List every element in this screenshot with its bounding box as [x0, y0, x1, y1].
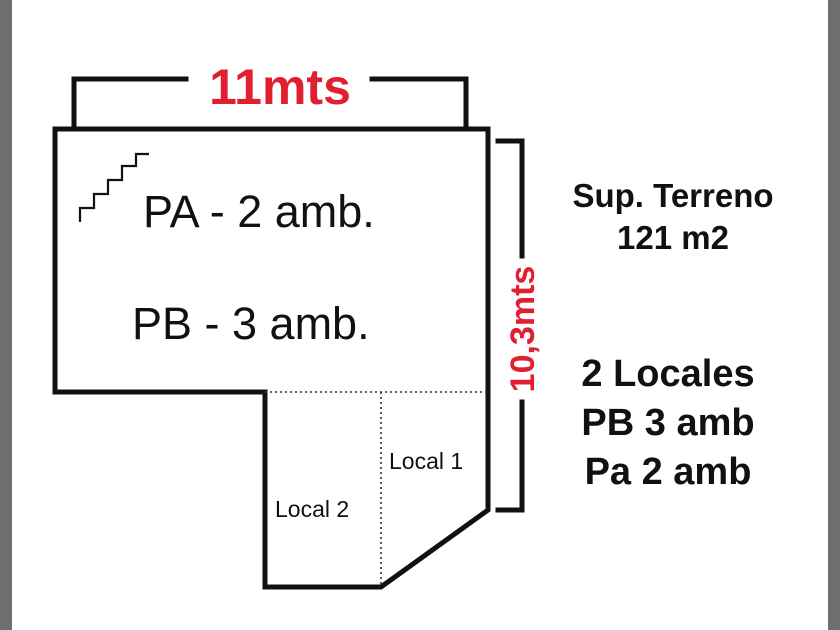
- summary-upper-floor: Pa 2 amb: [585, 451, 752, 493]
- floor-plan-frame: [12, 0, 828, 630]
- land-area-title: Sup. Terreno: [572, 177, 773, 214]
- local-1-label: Local 1: [389, 448, 463, 474]
- width-dimension-label: 11mts: [209, 59, 351, 115]
- summary-ground-floor: PB 3 amb: [581, 402, 754, 444]
- height-dimension-bracket: [495, 138, 525, 513]
- width-dimension-bracket: [71, 76, 469, 129]
- land-area-value: 121 m2: [617, 219, 729, 256]
- stairs-icon: [78, 152, 149, 222]
- height-dimension-label: 10,3mts: [504, 266, 542, 393]
- local-2-label: Local 2: [275, 496, 349, 522]
- upper-floor-label: PA - 2 amb.: [143, 186, 375, 237]
- summary-locales: 2 Locales: [581, 353, 754, 395]
- building-outline: [52, 126, 491, 590]
- ground-floor-label: PB - 3 amb.: [132, 298, 370, 349]
